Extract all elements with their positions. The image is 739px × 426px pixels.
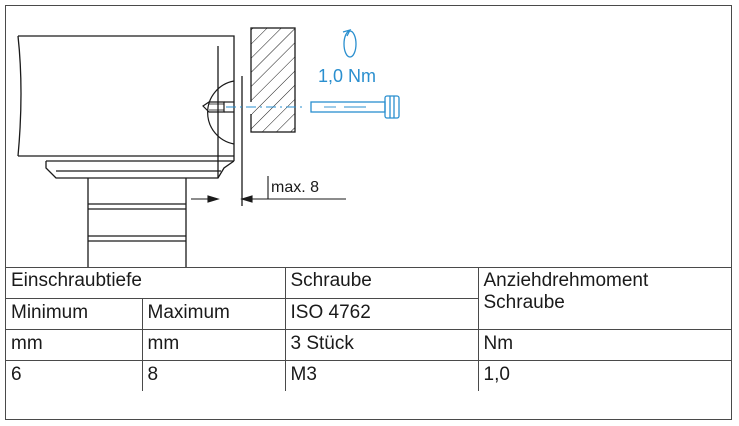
unit-maximum: mm [141, 328, 286, 361]
value-minimum: 6 [6, 359, 143, 391]
depth-annotation: max. 8 [271, 179, 319, 196]
figure-frame: 1,0 Nm max. 8 Einschraubtiefe Schraube A… [5, 5, 732, 420]
table-row: 6 8 M3 1,0 [6, 359, 731, 391]
subheader-minimum: Minimum [6, 297, 143, 330]
screw-m3 [226, 95, 400, 119]
table-row: Einschraubtiefe Schraube Anziehdrehmomen… [6, 267, 731, 330]
thread-detail [202, 80, 235, 145]
rotation-icon [342, 28, 357, 58]
mounting-drawing: 1,0 Nm max. 8 [6, 6, 731, 268]
table-row: mm mm 3 Stück Nm [6, 328, 731, 361]
subheader-standard: ISO 4762 [284, 297, 478, 330]
value-maximum: 8 [141, 359, 286, 391]
torque-annotation: 1,0 Nm [318, 66, 376, 86]
header-torque-line1: Anziehdrehmoment [483, 270, 649, 291]
unit-minimum: mm [6, 328, 143, 361]
unit-torque: Nm [477, 328, 731, 361]
screw-quantity: 3 Stück [284, 328, 479, 361]
value-torque: 1,0 [477, 359, 731, 391]
subheader-maximum: Maximum [141, 297, 286, 330]
sensor-housing [17, 35, 243, 267]
mounting-plate [246, 27, 296, 133]
screw-mounting-diagram: 1,0 Nm max. 8 [17, 27, 400, 267]
value-screw-size: M3 [284, 359, 479, 391]
screw-spec-table: Einschraubtiefe Schraube Anziehdrehmomen… [6, 267, 731, 391]
table-row: Minimum Maximum ISO 4762 [6, 297, 731, 330]
header-screw: Schraube [284, 267, 479, 299]
header-depth: Einschraubtiefe [6, 267, 286, 299]
depth-dimension [191, 176, 346, 203]
header-torque-line2: Schraube [483, 292, 565, 313]
